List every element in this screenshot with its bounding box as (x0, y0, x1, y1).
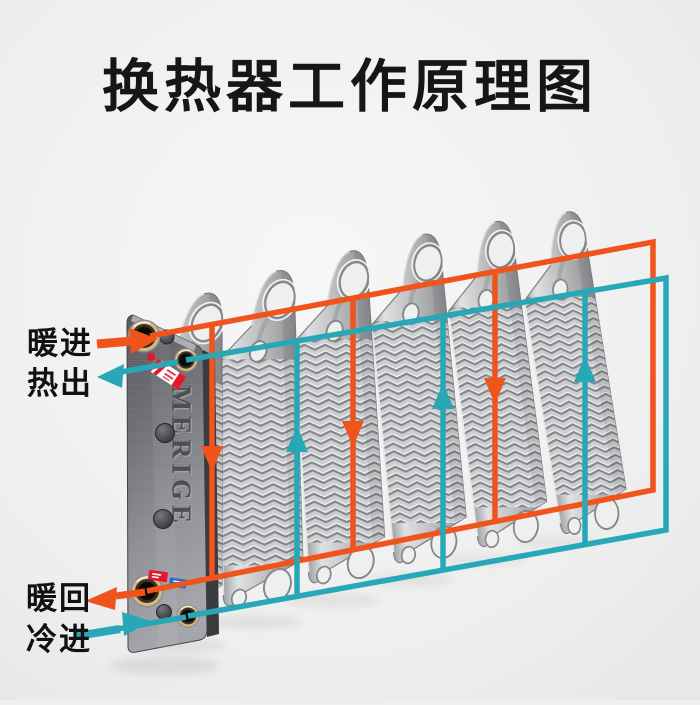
label-cold-in: 冷进 (26, 622, 92, 657)
hot-flow-path (146, 238, 656, 594)
port-arrows (76, 328, 187, 640)
cold-circuit-line (185, 274, 669, 619)
cold-inlet-shaft-thick (76, 625, 121, 640)
bolt-stud (153, 509, 173, 529)
cold-up-arrow-icon (432, 383, 454, 409)
label-warm-return: 暖回 (26, 581, 92, 616)
bolt-stud (155, 423, 175, 443)
brand-text: MERIGE (167, 386, 197, 529)
label-warm-in: 暖进 (27, 326, 93, 361)
hot-down-arrow-icon (484, 378, 506, 404)
page-title: 换热器工作原理图 (102, 56, 598, 119)
label-hot-out: 热出 (27, 366, 93, 401)
front-cover: MERIGE MERIGE (126, 314, 219, 653)
hot-down-arrow-icon (342, 421, 364, 447)
cover-sheen (150, 322, 178, 650)
brand-text-emboss: MERIGE (168, 387, 198, 530)
cover-brushed-texture (127, 315, 207, 653)
cold-up-arrow-icon (286, 426, 308, 452)
cold-flow-path (185, 274, 669, 619)
cold-inlet-arrow-icon (122, 612, 151, 636)
hot-outlet-arrow-icon (85, 587, 117, 610)
red-tag (148, 569, 168, 583)
cold-outlet-shaft (114, 359, 179, 376)
cold-outlet-arrow-icon (97, 364, 124, 388)
hot-circuit-line (146, 238, 656, 594)
hot-inlet-arrow-icon (129, 328, 158, 354)
cold-up-arrow-icon (574, 356, 596, 382)
hot-inlet-shaft (96, 336, 133, 349)
red-indicator-dot (147, 353, 155, 361)
hot-down-arrow-icon (201, 446, 223, 472)
hot-outlet-shaft (115, 588, 146, 600)
